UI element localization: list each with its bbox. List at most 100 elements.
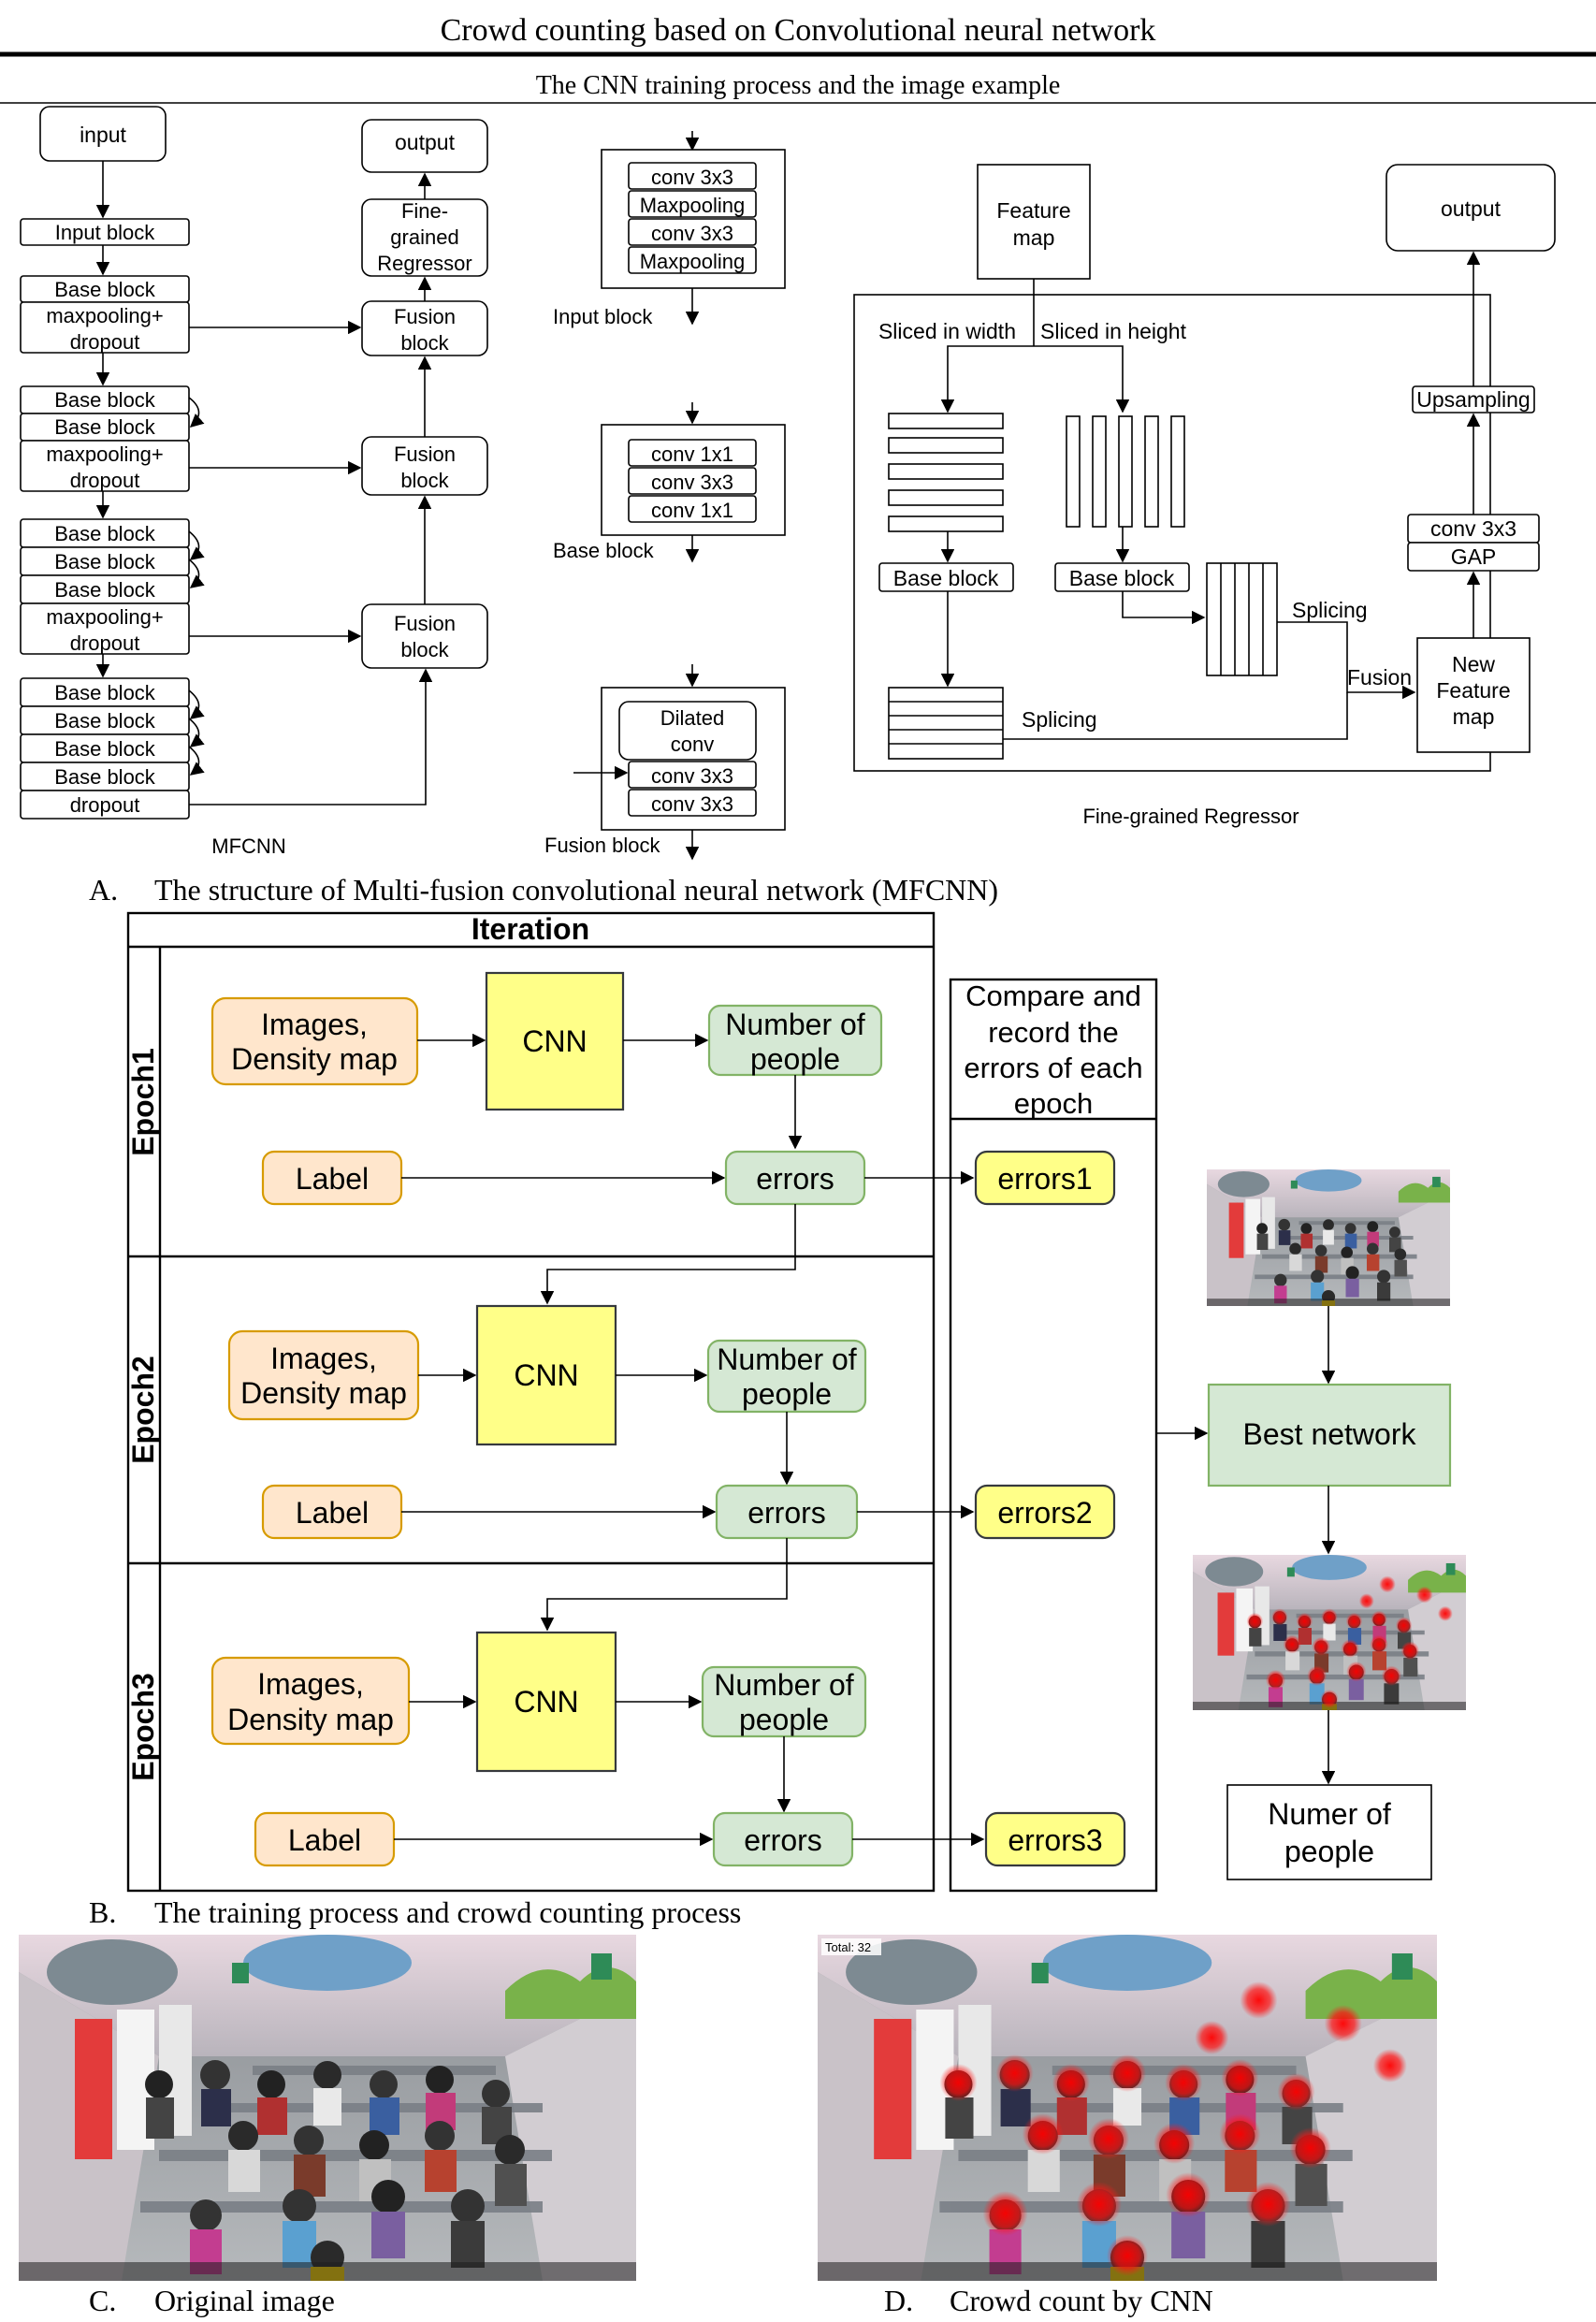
conv3x3-label: conv 3x3 (1430, 516, 1516, 541)
skip-arrow (188, 559, 205, 588)
original-image (19, 1935, 636, 2286)
caption-letter: D. (884, 2284, 913, 2317)
fusion-label: Fusion (394, 305, 456, 328)
base-block-caption: Base block (553, 539, 655, 562)
images-density-node (210, 996, 419, 1086)
block-details: conv 3x3 Maxpooling conv 3x3 Maxpooling … (544, 131, 786, 861)
fusion-label: block (400, 469, 449, 492)
header: Crowd counting based on Convolutional ne… (0, 13, 1596, 104)
compare-text: errors of each (964, 1052, 1142, 1084)
arrow (1034, 345, 1130, 414)
dropout-label: dropout (70, 631, 140, 655)
spliced-vertical (1206, 562, 1278, 676)
cnn-label: CNN (522, 1024, 587, 1058)
base-block-label: Base block (54, 278, 156, 301)
arrow (540, 1204, 796, 1305)
images-label: Images, (270, 1342, 377, 1375)
conv1x1-layer (628, 495, 757, 523)
compare-column (949, 978, 1158, 1893)
epoch3-label: Epoch3 (126, 1673, 160, 1781)
base-block-label: Base block (1069, 566, 1175, 590)
dropout-label: dropout (70, 793, 140, 817)
caption-d: D. Crowd count by CNN (884, 2284, 1213, 2317)
number-label: Number of (717, 1342, 857, 1376)
figure-title: Crowd counting based on Convolutional ne… (441, 13, 1156, 48)
fine-grained-regressor: Feature map Sliced in width Sliced in he… (853, 164, 1556, 828)
training-diagram: Iteration Epoch1 Epoch2 Epoch3 Images, D… (126, 911, 1466, 1893)
gap-label: GAP (1451, 544, 1497, 569)
label-text: Label (288, 1823, 361, 1857)
base-block-label: Base block (54, 415, 156, 439)
connector (1003, 692, 1348, 740)
fusion-label: Fusion (394, 443, 456, 466)
caption-c: C. Original image (89, 2284, 335, 2317)
feature-map-node (977, 164, 1091, 280)
fusion-block-caption: Fusion block (544, 834, 661, 857)
fine-label-3: Regressor (377, 252, 472, 275)
maxpooling-layer (628, 246, 757, 274)
base-block-label: Base block (54, 522, 156, 545)
label-text: Label (296, 1162, 369, 1196)
base-block (878, 562, 1014, 592)
images-label: Density map (227, 1703, 394, 1736)
epoch2-label: Epoch2 (126, 1356, 160, 1464)
fusion-label: Fusion (394, 612, 456, 635)
sliced-height-label: Sliced in height (1040, 319, 1187, 343)
skip-arrow (188, 746, 205, 776)
caption-letter: A. (89, 873, 118, 907)
number-label: Number of (714, 1668, 854, 1702)
caption-a: A. The structure of Multi-fusion convolu… (89, 873, 998, 907)
base-block-label: Base block (54, 550, 156, 573)
caption-text: Crowd count by CNN (950, 2284, 1213, 2317)
spliced-horizontal (888, 687, 1004, 760)
splicing-label: Splicing (1022, 707, 1097, 732)
caption-b: B. The training process and crowd counti… (89, 1895, 741, 1929)
errors-text: errors (756, 1162, 834, 1196)
conv3x3-layer (628, 218, 757, 246)
conv3x3-label: conv 3x3 (651, 471, 733, 494)
dropout-label: dropout (70, 330, 140, 354)
number-label: people (739, 1703, 829, 1736)
cnn-node (485, 971, 625, 1111)
cnn-node (475, 1304, 617, 1446)
base-block-label: Base block (893, 566, 999, 590)
maxpool-label: maxpooling+ (46, 605, 163, 629)
base-block-label: Base block (54, 681, 156, 704)
caption-letter: B. (89, 1895, 116, 1929)
best-network-label: Best network (1243, 1417, 1417, 1451)
errors2-text: errors2 (997, 1496, 1092, 1530)
width-slices (888, 413, 1004, 532)
conv3x3-layer (628, 162, 757, 190)
feature-map-label: Feature (996, 198, 1070, 223)
best-network-node (1207, 1383, 1452, 1488)
maxpool-dropout-block (20, 440, 190, 492)
arrow (1122, 591, 1206, 625)
dilated-label: conv (671, 733, 714, 756)
cnn-label: CNN (514, 1358, 578, 1392)
images-label: Density map (240, 1376, 407, 1410)
compare-text: record the (988, 1016, 1119, 1049)
label-text: Label (296, 1496, 369, 1530)
cnn-label: CNN (514, 1685, 578, 1719)
conv3x3-layer (628, 761, 757, 789)
conv3x3-label: conv 3x3 (651, 222, 733, 245)
numer-of-people-node (1226, 1784, 1432, 1880)
maxpooling-label: Maxpooling (640, 194, 746, 217)
conv3x3-label: conv 3x3 (651, 764, 733, 788)
images-label: Images, (261, 1008, 368, 1041)
arrow (1277, 621, 1416, 700)
dropout-label: dropout (70, 469, 140, 492)
base-block-label: Base block (54, 737, 156, 761)
errors-text: errors (744, 1823, 822, 1857)
fusion-label: block (400, 638, 449, 661)
images-label: Images, (257, 1667, 364, 1701)
iteration-title: Iteration (472, 912, 589, 946)
sample-image-output (1193, 1555, 1466, 1712)
numer-label: Numer of (1268, 1797, 1391, 1831)
sample-image-input (1207, 1169, 1450, 1308)
regressor-output-node (1386, 164, 1556, 252)
iteration-frame (126, 911, 936, 1893)
conv1x1-label: conv 1x1 (651, 443, 733, 466)
errors2-node (974, 1484, 1116, 1540)
